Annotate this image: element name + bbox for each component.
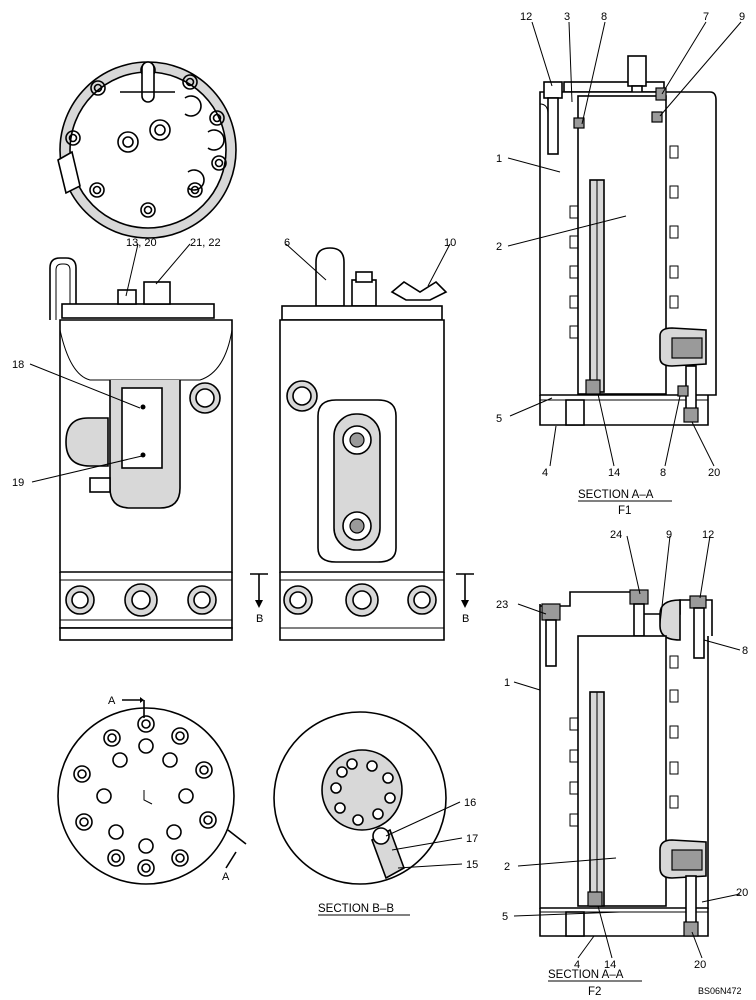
callout-5-f2: 5	[502, 911, 508, 923]
cut-marks-b	[250, 573, 474, 608]
cut-marks-a	[122, 697, 247, 869]
callout-15: 15	[466, 859, 478, 871]
cut-mark-a-bottom: A	[222, 871, 230, 883]
callout-1-f1: 1	[496, 153, 502, 165]
callout-9-f1: 9	[739, 11, 745, 23]
callout-4-f1: 4	[542, 467, 548, 479]
callout-20-f2-bottom: 20	[694, 959, 706, 971]
callout-23: 23	[496, 599, 508, 611]
caption-f1: F1	[618, 505, 631, 517]
callout-24: 24	[610, 529, 622, 541]
callout-18: 18	[12, 359, 24, 371]
front-view	[49, 257, 233, 641]
callout-21-22: 21, 22	[190, 237, 221, 249]
callout-8-f2: 8	[742, 645, 748, 657]
callout-20-f1: 20	[708, 467, 720, 479]
callout-8-f1-top: 8	[601, 11, 607, 23]
callout-1-f2: 1	[504, 677, 510, 689]
drawing-code: BS06N472	[698, 986, 742, 996]
caption-f2: F2	[588, 986, 601, 998]
caption-section-bb: SECTION B–B	[318, 903, 394, 915]
callout-10: 10	[444, 237, 456, 249]
callout-19: 19	[12, 477, 24, 489]
cut-mark-b-right: B	[462, 613, 469, 625]
callout-14-f2: 14	[604, 959, 616, 971]
callout-9-f2: 9	[666, 529, 672, 541]
callout-8-f1-bottom: 8	[660, 467, 666, 479]
callout-20-f2-top: 20	[736, 887, 748, 899]
section-aa-f2	[539, 589, 713, 937]
callout-14-f1: 14	[608, 467, 620, 479]
callout-3: 3	[564, 11, 570, 23]
callout-12-f1: 12	[520, 11, 532, 23]
side-view	[279, 247, 448, 641]
callout-4-f2: 4	[574, 959, 580, 971]
callout-2-f1: 2	[496, 241, 502, 253]
callout-13-20: 13, 20	[126, 237, 157, 249]
cut-mark-b-left: B	[256, 613, 263, 625]
caption-section-aa-f1: SECTION A–A	[578, 489, 654, 501]
top-view	[57, 61, 237, 239]
leader-lines	[29, 21, 742, 959]
callout-12-f2: 12	[702, 529, 714, 541]
bottom-view	[57, 707, 235, 885]
callout-6: 6	[284, 237, 290, 249]
caption-section-aa-f2: SECTION A–A	[548, 969, 624, 981]
callout-7: 7	[703, 11, 709, 23]
cut-mark-a-top: A	[108, 695, 116, 707]
section-bb	[273, 711, 447, 885]
section-aa-f1	[539, 55, 717, 426]
callout-5-f1: 5	[496, 413, 502, 425]
callout-2-f2: 2	[504, 861, 510, 873]
callout-17: 17	[466, 833, 478, 845]
callout-16: 16	[464, 797, 476, 809]
